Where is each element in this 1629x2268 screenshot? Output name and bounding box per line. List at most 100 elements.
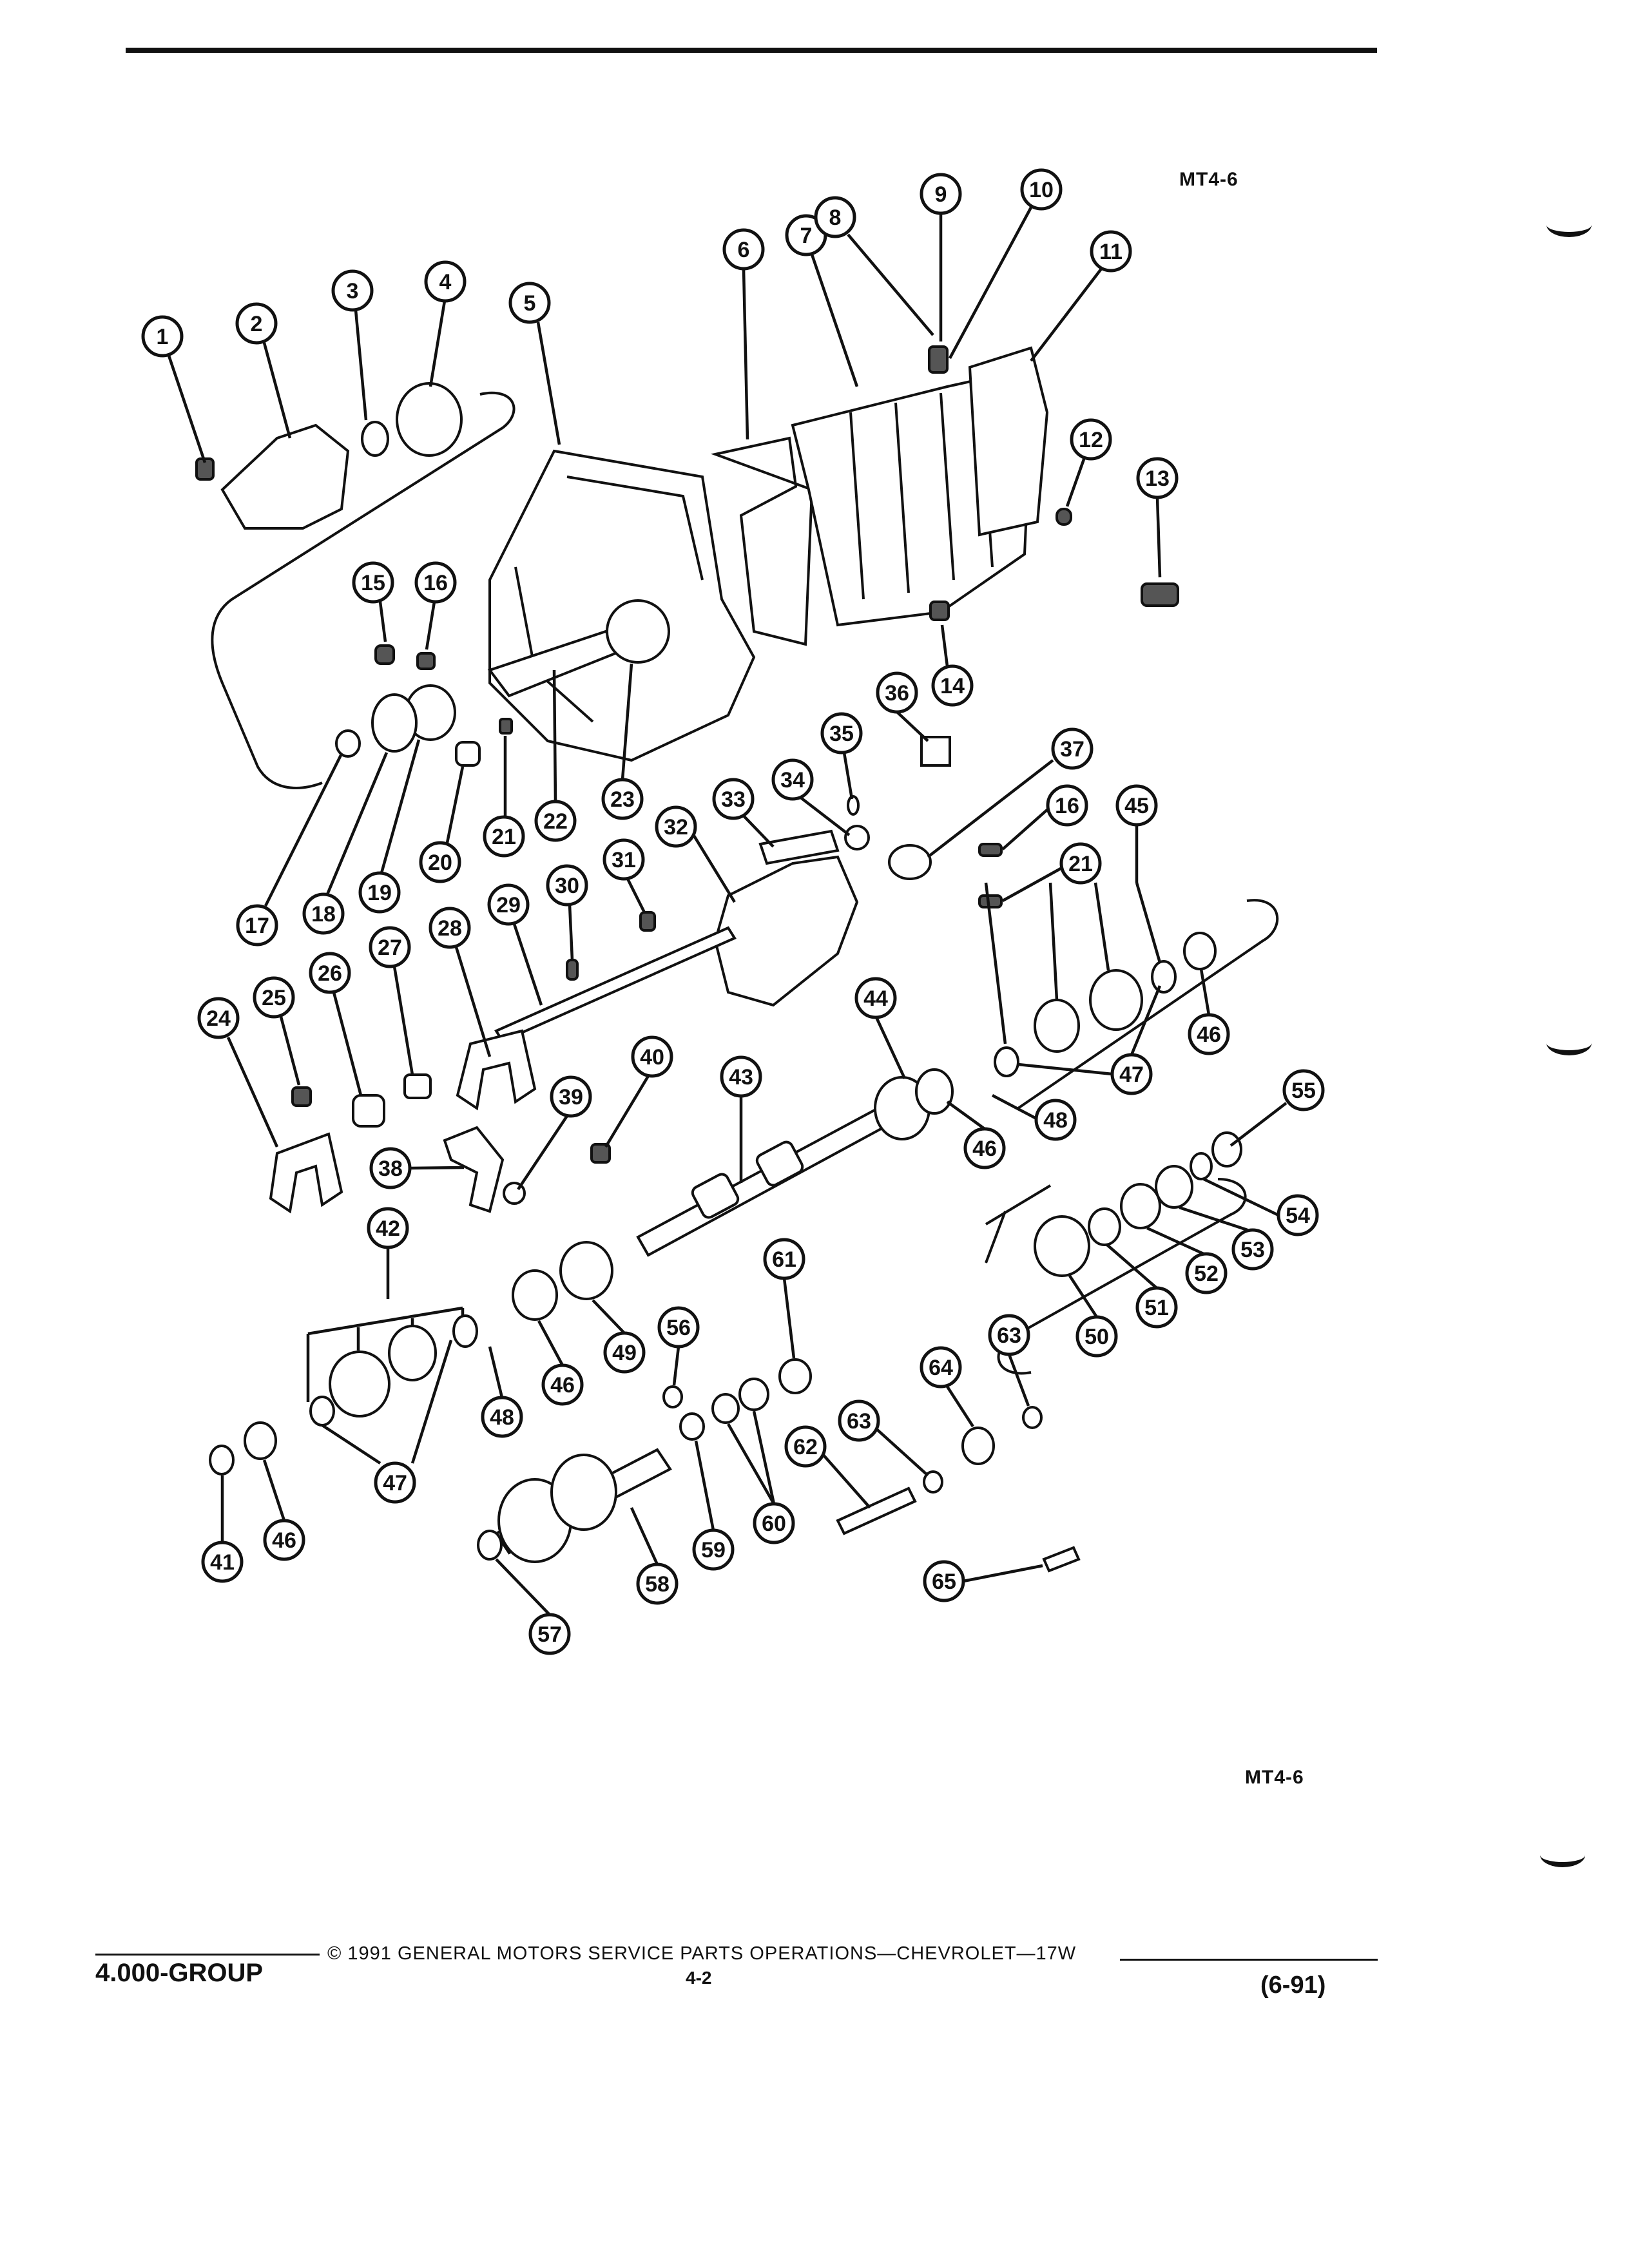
detent-27 — [403, 1073, 432, 1099]
callout-16: 16 — [414, 561, 457, 604]
callout-circle — [197, 997, 240, 1039]
callout-circle — [235, 302, 278, 345]
callout-number: 44 — [863, 986, 888, 1011]
callout-number: 2 — [251, 312, 263, 336]
callout-circle — [1059, 842, 1102, 885]
callout-number: 5 — [524, 291, 536, 316]
bearing-46-left — [244, 1421, 277, 1460]
callout-circle — [712, 778, 755, 820]
callout-number: 9 — [935, 182, 947, 207]
gasket-33 — [758, 829, 840, 865]
callout-number: 37 — [1060, 737, 1084, 762]
callout-number: 40 — [640, 1045, 664, 1070]
washer-63-right — [1022, 1406, 1043, 1429]
hub-42 — [388, 1325, 437, 1381]
callout-circle — [309, 952, 351, 994]
callout-16: 16 — [1046, 784, 1088, 827]
callout-35: 35 — [820, 712, 863, 754]
callout-number: 20 — [428, 850, 452, 875]
callout-circle — [820, 712, 863, 754]
adapter-gasket — [968, 346, 1049, 537]
group-outline-gears-right — [1017, 899, 1279, 1110]
callout-number: 19 — [367, 881, 392, 905]
footer-copyright: © 1991 GENERAL MOTORS SERVICE PARTS OPER… — [327, 1943, 1077, 1964]
ring-47 — [994, 1046, 1019, 1077]
plug-25 — [291, 1086, 312, 1107]
callout-circle — [424, 260, 467, 303]
callout-number: 38 — [378, 1157, 403, 1181]
leader-lines — [167, 206, 1287, 1616]
bolt-21-right — [978, 894, 1003, 908]
callout-46: 46 — [1188, 1013, 1230, 1055]
callout-number: 23 — [610, 787, 635, 812]
callout-number: 18 — [311, 902, 336, 927]
callout-number: 65 — [932, 1570, 956, 1594]
callout-circle — [988, 1314, 1030, 1356]
extension-housing — [713, 855, 859, 1007]
callout-circle — [1185, 1252, 1228, 1294]
bolt-21 — [499, 718, 513, 735]
callout-number: 46 — [972, 1137, 997, 1161]
callout-42: 42 — [367, 1207, 409, 1249]
callout-52: 52 — [1185, 1252, 1228, 1294]
sleeve-42 — [329, 1350, 390, 1418]
callout-circle — [1034, 1099, 1077, 1141]
callout-46: 46 — [963, 1127, 1006, 1169]
callout-39: 39 — [550, 1075, 592, 1118]
callout-circle — [1051, 727, 1094, 770]
group-outline-upper — [211, 392, 516, 789]
callout-48: 48 — [481, 1396, 523, 1438]
ring-54 — [1190, 1152, 1213, 1180]
callout-circle — [720, 1055, 762, 1098]
callout-number: 46 — [550, 1373, 575, 1398]
callout-circle — [201, 1541, 244, 1583]
callout-circle — [753, 1502, 795, 1544]
callout-11: 11 — [1090, 230, 1132, 273]
callout-number: 39 — [559, 1085, 583, 1110]
callout-62: 62 — [784, 1425, 827, 1468]
callout-circle — [1136, 457, 1179, 499]
callout-circle — [546, 864, 588, 907]
callout-number: 42 — [376, 1216, 400, 1241]
sync-ring-45 — [1034, 999, 1080, 1053]
callout-17: 17 — [236, 904, 278, 947]
margin-mark — [1547, 213, 1592, 237]
callout-12: 12 — [1070, 418, 1112, 461]
callout-circle — [920, 173, 962, 215]
callout-circle — [1110, 1053, 1153, 1095]
callout-8: 8 — [814, 196, 856, 238]
callout-63: 63 — [838, 1399, 880, 1442]
callout-circle — [601, 778, 644, 820]
callout-circle — [374, 1461, 416, 1504]
callout-14: 14 — [931, 664, 974, 707]
callout-4: 4 — [424, 260, 467, 303]
washer-41 — [209, 1445, 235, 1475]
bearing-46-right — [1183, 932, 1217, 970]
callout-47: 47 — [1110, 1053, 1153, 1095]
callout-64: 64 — [920, 1346, 962, 1389]
callout-20: 20 — [419, 841, 461, 883]
callout-27: 27 — [369, 926, 411, 968]
callout-number: 52 — [1194, 1262, 1219, 1286]
callout-number: 30 — [555, 874, 579, 898]
callout-circle — [876, 671, 918, 714]
callout-circle — [419, 841, 461, 883]
bearing-61 — [778, 1358, 812, 1394]
interlock-30 — [566, 959, 579, 981]
callout-number: 56 — [666, 1316, 691, 1340]
main-case-ribs — [849, 383, 994, 600]
callout-circle — [854, 977, 897, 1019]
callout-6: 6 — [722, 228, 765, 271]
main-shaft-hub — [755, 1140, 804, 1187]
bearing-60a — [711, 1393, 740, 1424]
callout-21: 21 — [1059, 842, 1102, 885]
bracket-36 — [920, 736, 951, 767]
callout-43: 43 — [720, 1055, 762, 1098]
callout-circle — [141, 315, 184, 358]
callout-number: 47 — [1119, 1062, 1144, 1087]
callout-circle — [550, 1075, 592, 1118]
callout-50: 50 — [1075, 1315, 1118, 1358]
shift-fork-24 — [269, 1132, 343, 1214]
callout-circle — [358, 871, 401, 914]
